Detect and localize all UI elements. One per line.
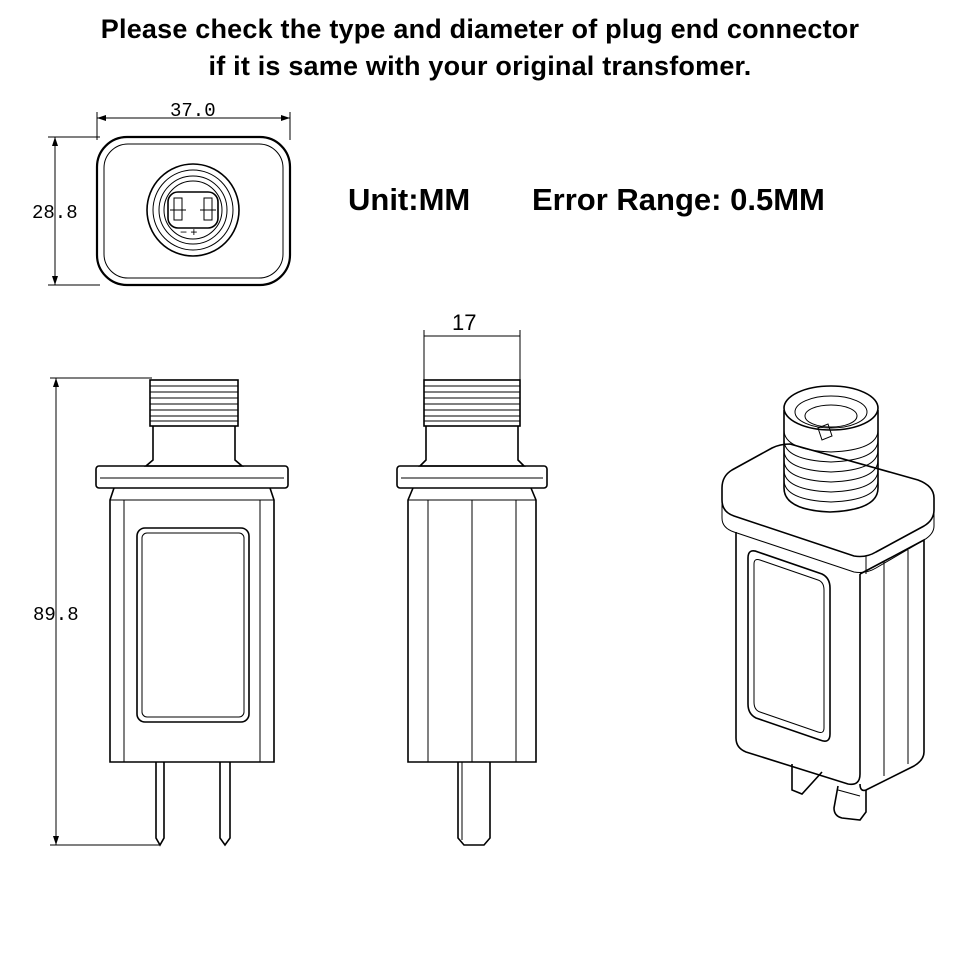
dim-width-label: 37.0	[170, 100, 216, 122]
error-range-label: Error Range: 0.5MM	[532, 182, 825, 217]
polarity-marks: − +	[180, 225, 197, 239]
dim-height-total-label: 89.8	[33, 604, 79, 626]
dim-connector-width-label: 17	[452, 310, 476, 335]
unit-label: Unit:MM	[348, 182, 471, 217]
headline-line-1: Please check the type and diameter of pl…	[100, 14, 860, 44]
top-view: 37.0 28.8 − +	[32, 100, 292, 287]
front-view: 89.8	[33, 377, 289, 847]
side-view: 17	[396, 310, 548, 846]
dim-height-small-label: 28.8	[32, 202, 78, 224]
isometric-view	[721, 385, 935, 821]
headline-line-2: if it is same with your original transfo…	[208, 51, 752, 81]
